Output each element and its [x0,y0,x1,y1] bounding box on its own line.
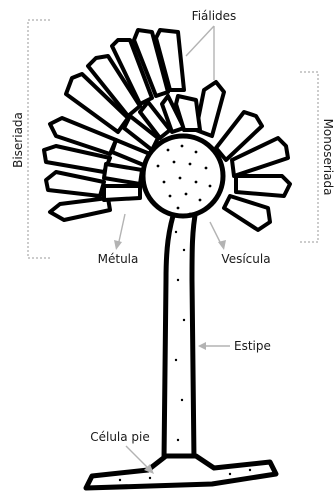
biseriada-bracket [28,20,50,258]
metula [104,186,140,200]
fialides-label: Fiálides [192,9,237,23]
monoseriada-label: Monoseriada [321,119,335,196]
estipe-label: Estipe [234,339,271,353]
foot-cell [86,456,276,488]
phialide [50,198,110,220]
phialide [46,172,104,196]
biseriada-label: Biseriada [11,112,25,168]
phialide [224,196,270,230]
vesicula-label: Vesícula [221,252,270,266]
phialide [236,176,290,196]
metula-label: Métula [98,252,139,266]
stipe [164,206,196,460]
celula-pie-label: Célula pie [90,430,150,444]
metula [104,164,142,184]
monoseriada-bracket [300,72,318,242]
